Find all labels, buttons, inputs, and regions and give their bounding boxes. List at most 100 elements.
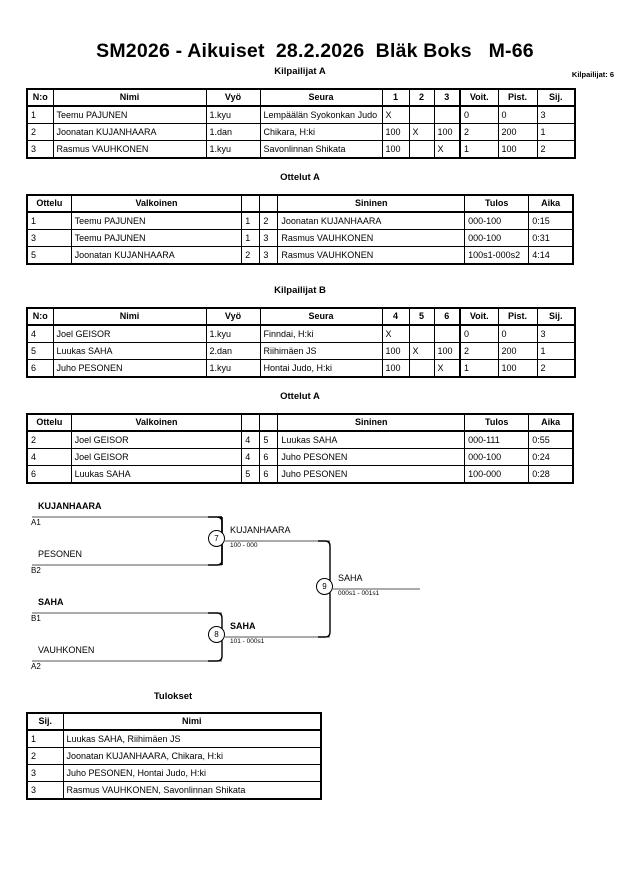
col-score-5: 5 [408, 307, 435, 326]
col-name: Nimi [62, 712, 322, 731]
cell-time: 4:14 [528, 246, 574, 265]
bracket-lines [32, 516, 420, 662]
cell-points: 100 [497, 140, 538, 159]
table-header-row: N:o Nimi Vyö Seura 1 2 3 Voit. Pist. Sij… [26, 88, 576, 107]
cell-time: 0:15 [528, 211, 574, 230]
cell-club: Lempäälän Syokonkan Judo [259, 105, 383, 124]
table-header-row: Ottelu Valkoinen Sininen Tulos Aika [26, 413, 574, 432]
col-name: Nimi [52, 88, 207, 107]
cell-no: 5 [26, 342, 54, 360]
col-white: Valkoinen [70, 413, 243, 432]
pool-b-table: N:o Nimi Vyö Seura 4 5 6 Voit. Pist. Sij… [26, 307, 576, 378]
cell-rank: 2 [26, 747, 64, 765]
page-title: SM2026 - Aikuiset 28.2.2026 Bläk Boks M-… [96, 40, 534, 62]
cell-white-number: 4 [241, 430, 261, 449]
col-club: Seura [259, 307, 383, 326]
cell-score-3: 100 [433, 123, 461, 141]
cell-time: 0:28 [528, 465, 574, 484]
cell-blue-number: 3 [259, 229, 279, 247]
cell-rank: 1 [536, 342, 576, 360]
bracket-final-winner: SAHA [338, 573, 363, 583]
col-score-2: 2 [408, 88, 435, 107]
col-no: N:o [26, 307, 54, 326]
col-blue-no [259, 194, 279, 213]
cell-rank: 2 [536, 359, 576, 378]
bracket-match-number: 8 [208, 626, 225, 643]
col-wins: Voit. [459, 307, 499, 326]
cell-white-number: 4 [241, 448, 261, 466]
cell-points: 0 [497, 105, 538, 124]
cell-score-2 [408, 105, 435, 124]
cell-result: 000-100 [464, 448, 530, 466]
cell-white-number: 5 [241, 465, 261, 484]
cell-no: 4 [26, 324, 54, 343]
cell-score-1: 100 [381, 342, 410, 360]
cell-match-number: 5 [26, 246, 72, 265]
heading-results: Tulokset [153, 691, 193, 702]
bracket-final-score: 000s1 - 001s1 [338, 590, 380, 597]
cell-belt: 1.kyu [205, 359, 261, 378]
competitor-count: Kilpailijat: 6 [571, 70, 614, 79]
cell-blue-number: 5 [259, 430, 279, 449]
bracket-entry-name: PESONEN [38, 549, 83, 559]
cell-blue-number: 3 [259, 246, 279, 265]
cell-name: Rasmus VAUHKONEN [52, 140, 207, 159]
col-name: Nimi [52, 307, 207, 326]
table-header-row: Sij. Nimi [26, 712, 322, 731]
cell-rank: 3 [26, 764, 64, 782]
cell-blue-number: 2 [259, 211, 279, 230]
cell-rank: 2 [536, 140, 576, 159]
cell-club: Riihimäen JS [259, 342, 383, 360]
cell-score-2 [408, 359, 435, 378]
cell-white-name: Teemu PAJUNEN [70, 211, 243, 230]
cell-result: 000-100 [464, 211, 530, 230]
cell-score-1: 100 [381, 140, 410, 159]
col-white-no [241, 413, 261, 432]
cell-match-number: 4 [26, 448, 72, 466]
col-score-4: 4 [381, 307, 410, 326]
cell-no: 2 [26, 123, 54, 141]
cell-points: 100 [497, 359, 538, 378]
cell-blue-number: 6 [259, 465, 279, 484]
cell-club: Savonlinnan Shikata [259, 140, 383, 159]
cell-white-number: 1 [241, 211, 261, 230]
bracket-match-number: 9 [316, 578, 333, 595]
cell-result: 000-111 [464, 430, 530, 449]
cell-blue-name: Juho PESONEN [277, 448, 466, 466]
cell-wins: 0 [459, 105, 499, 124]
bracket-entry-name: KUJANHAARA [38, 501, 102, 511]
cell-name: Luukas SAHA, Riihimäen JS [62, 729, 322, 748]
cell-score-2: X [408, 123, 435, 141]
cell-name: Joonatan KUJANHAARA, Chikara, H:ki [62, 747, 322, 765]
cell-blue-name: Rasmus VAUHKONEN [277, 229, 466, 247]
cell-points: 200 [497, 123, 538, 141]
table-header-row: Ottelu Valkoinen Sininen Tulos Aika [26, 194, 574, 213]
col-blue: Sininen [277, 194, 466, 213]
cell-score-2 [408, 140, 435, 159]
cell-score-3: X [433, 359, 461, 378]
cell-score-1: 100 [381, 359, 410, 378]
cell-match-number: 6 [26, 465, 72, 484]
cell-match-number: 1 [26, 211, 72, 230]
bracket-entry-seed: A2 [31, 662, 41, 671]
cell-blue-number: 6 [259, 448, 279, 466]
table-header-row: N:o Nimi Vyö Seura 4 5 6 Voit. Pist. Sij… [26, 307, 576, 326]
cell-blue-name: Luukas SAHA [277, 430, 466, 449]
cell-rank: 1 [536, 123, 576, 141]
cell-match-number: 2 [26, 430, 72, 449]
cell-blue-name: Joonatan KUJANHAARA [277, 211, 466, 230]
cell-points: 0 [497, 324, 538, 343]
col-rank: Sij. [536, 88, 576, 107]
cell-wins: 0 [459, 324, 499, 343]
